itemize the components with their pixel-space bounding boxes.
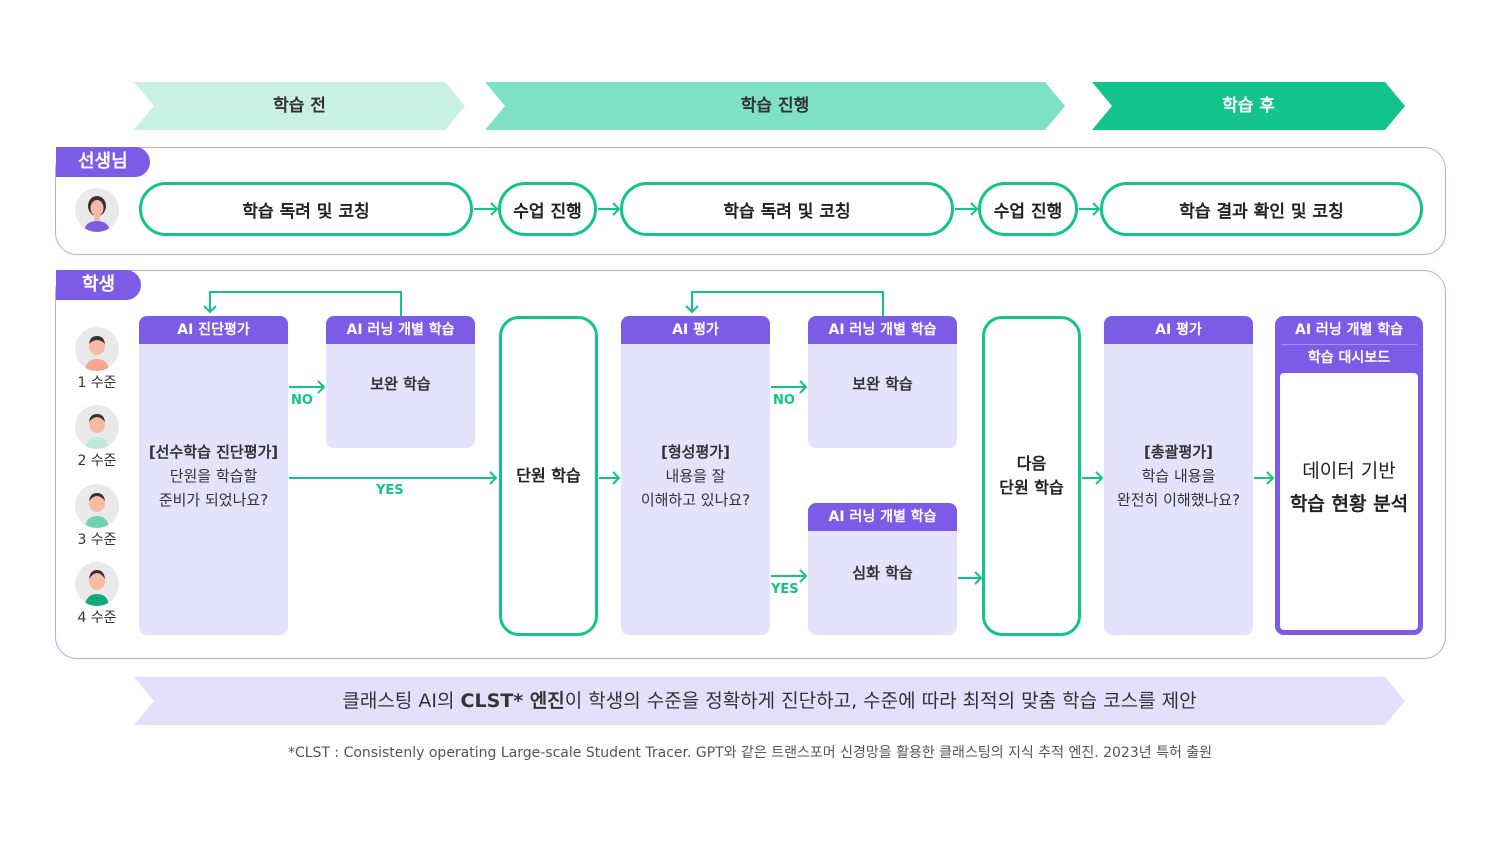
teacher-avatar xyxy=(75,188,119,232)
teacher-step-coaching-2: 학습 독려 및 코칭 xyxy=(620,182,954,236)
student-label: 학생 xyxy=(56,270,142,300)
diagnostic-card-line1: 단원을 학습할 xyxy=(169,467,258,485)
summative-card-line1: 학습 내용을 xyxy=(1141,467,1216,485)
yes-label-2: YES xyxy=(771,582,799,597)
student-avatar-2-icon xyxy=(85,414,109,449)
footnote: *CLST : Consistenly operating Large-scal… xyxy=(287,745,1213,761)
unit-learning-box: 단원 학습 xyxy=(499,316,598,636)
next-unit-line2: 단원 학습 xyxy=(999,478,1064,497)
dashboard-card-line1: 데이터 기반 xyxy=(1302,460,1396,482)
supplement-card-1-title: 보완 학습 xyxy=(370,375,431,393)
level-1-label: 1 수준 xyxy=(77,375,117,391)
no-label-1: NO xyxy=(291,393,313,408)
teacher-label: 선생님 xyxy=(56,147,150,177)
diagnostic-card-line2: 준비가 되었나요? xyxy=(158,491,269,509)
student-avatar-2 xyxy=(75,405,119,449)
formative-card-header: AI 평가 xyxy=(621,316,770,344)
formative-card-line1: 내용을 잘 xyxy=(665,467,726,485)
banner-text: 클래스팅 AI의 CLST* 엔진이 학생의 수준을 정확하게 진단하고, 수준… xyxy=(154,677,1385,725)
formative-card-title: [형성평가] xyxy=(661,443,730,461)
level-4-label: 4 수준 xyxy=(77,610,117,626)
yes-label-1: YES xyxy=(376,483,404,498)
supplement-card-1-header: AI 러닝 개별 학습 xyxy=(326,316,475,344)
unit-learning-label: 단원 학습 xyxy=(516,466,581,485)
supplement-card-2-header: AI 러닝 개별 학습 xyxy=(808,316,957,344)
advanced-card-title: 심화 학습 xyxy=(852,564,913,582)
dashboard-card-line2: 학습 현황 분석 xyxy=(1289,493,1409,515)
level-3-label: 3 수준 xyxy=(77,532,117,548)
summative-card-header: AI 평가 xyxy=(1104,316,1253,344)
level-2-label: 2 수준 xyxy=(77,453,117,469)
dashboard-card-body: 데이터 기반 학습 현황 분석 xyxy=(1280,373,1418,630)
student-avatar-1 xyxy=(75,327,119,371)
dashboard-card-subheader: 학습 대시보드 xyxy=(1307,350,1391,366)
supplement-card-2: AI 러닝 개별 학습 보완 학습 xyxy=(808,316,957,448)
student-avatar-1-icon xyxy=(85,336,109,371)
next-unit-line1: 다음 xyxy=(1016,454,1047,473)
dashboard-card: AI 러닝 개별 학습 학습 대시보드 데이터 기반 학습 현황 분석 xyxy=(1275,316,1423,635)
advanced-card: AI 러닝 개별 학습 심화 학습 xyxy=(808,503,957,635)
advanced-card-header: AI 러닝 개별 학습 xyxy=(808,503,957,531)
teacher-avatar-icon xyxy=(75,188,119,232)
teacher-step-coaching-1: 학습 독려 및 코칭 xyxy=(139,182,473,236)
diagnostic-card: AI 진단평가 [선수학습 진단평가] 단원을 학습할 준비가 되었나요? xyxy=(139,316,288,635)
student-avatar-3 xyxy=(75,484,119,528)
phase-before-arrow xyxy=(134,82,465,130)
summative-card: AI 평가 [총괄평가] 학습 내용을 완전히 이해했나요? xyxy=(1104,316,1253,635)
student-avatar-3-icon xyxy=(85,493,109,528)
student-avatar-4 xyxy=(75,562,119,606)
student-avatar-4-icon xyxy=(85,570,109,606)
no-label-2: NO xyxy=(773,393,795,408)
teacher-step-result-coaching: 학습 결과 확인 및 코칭 xyxy=(1100,182,1423,236)
dashboard-card-header: AI 러닝 개별 학습 xyxy=(1281,316,1417,345)
banner-bold: CLST* 엔진 xyxy=(460,690,565,712)
phase-before-label: 학습 전 xyxy=(273,96,326,116)
supplement-card-2-title: 보완 학습 xyxy=(852,375,913,393)
supplement-card-1: AI 러닝 개별 학습 보완 학습 xyxy=(326,316,475,448)
banner-arrow xyxy=(134,677,1405,725)
formative-card: AI 평가 [형성평가] 내용을 잘 이해하고 있나요? xyxy=(621,316,770,635)
student-section xyxy=(55,270,1446,659)
teacher-step-class-2: 수업 진행 xyxy=(978,182,1078,236)
phase-after-label: 학습 후 xyxy=(1222,96,1275,116)
banner-prefix: 클래스팅 AI의 xyxy=(342,690,461,712)
banner-suffix: 이 학생의 수준을 정확하게 진단하고, 수준에 따라 최적의 맞춤 학습 코스… xyxy=(564,690,1197,712)
summative-card-title: [총괄평가] xyxy=(1144,443,1213,461)
phase-after-arrow xyxy=(1092,82,1405,130)
teacher-section xyxy=(55,147,1446,255)
diagnostic-card-title: [선수학습 진단평가] xyxy=(148,443,279,461)
formative-card-line2: 이해하고 있나요? xyxy=(640,491,751,509)
teacher-step-class-1: 수업 진행 xyxy=(498,182,597,236)
phase-during-arrow xyxy=(485,82,1065,130)
diagnostic-card-header: AI 진단평가 xyxy=(139,316,288,344)
phase-during-label: 학습 진행 xyxy=(740,96,810,116)
summative-card-line2: 완전히 이해했나요? xyxy=(1116,491,1241,509)
next-unit-box: 다음 단원 학습 xyxy=(982,316,1081,636)
